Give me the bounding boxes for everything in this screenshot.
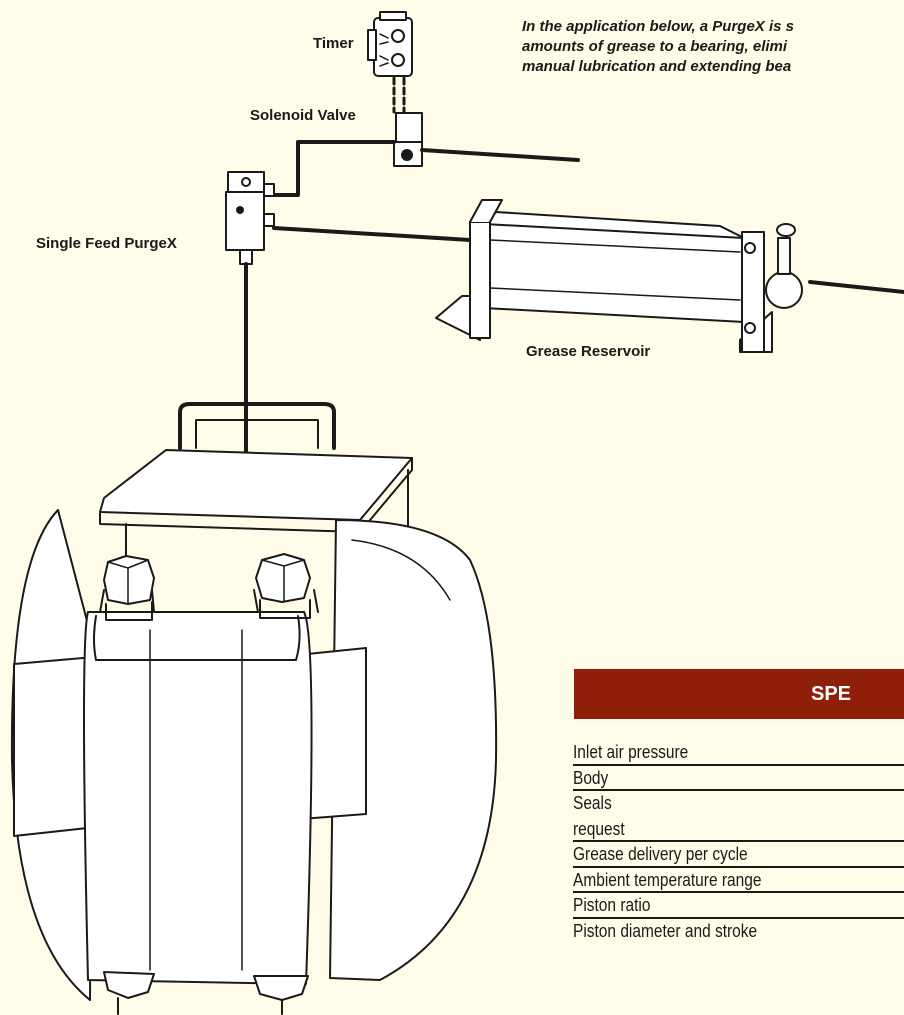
spec-row-label: request [573,818,625,839]
spec-row: Ambient temperature range [573,868,904,893]
spec-row: request [573,817,904,842]
spec-row-label: Piston ratio [573,895,651,915]
intro-text: In the application below, a PurgeX is s … [522,17,904,77]
label-single-feed-purgex: Single Feed PurgeX [36,235,177,252]
spec-table-header: SPE [574,669,904,719]
spec-row: Body [573,766,904,791]
label-solenoid-valve: Solenoid Valve [250,107,356,124]
spec-row: Piston ratio [573,893,904,919]
spec-row-label: Grease delivery per cycle [573,844,748,864]
spec-row: Piston diameter and stroke [573,919,904,945]
air-line-to-solenoid [262,140,396,197]
intro-line: In the application below, a PurgeX is s [522,18,794,35]
bearing-device [10,402,498,1015]
label-grease-reservoir: Grease Reservoir [526,343,651,360]
grease-reservoir-device [435,199,803,353]
spec-row-label: Seals [573,793,612,813]
grease-supply-line [272,226,472,242]
intro-line: manual lubrication and extending bea [522,58,792,75]
spec-row-label: Piston diameter and stroke [573,920,758,941]
solenoid-valve-device [393,112,423,167]
label-timer: Timer [313,35,354,52]
reservoir-air-line [808,280,904,294]
spec-row-label: Ambient temperature range [573,869,762,890]
spec-row: Inlet air pressure [573,740,904,766]
air-line-out [420,148,580,162]
spec-row-label: Inlet air pressure [573,742,689,762]
spec-row: Seals [573,791,904,817]
spec-row-label: Body [573,767,609,788]
single-feed-purgex-device [225,171,275,265]
timer-device [367,11,413,77]
spec-table: Inlet air pressure Body Seals request Gr… [573,740,904,944]
spec-row: Grease delivery per cycle [573,842,904,868]
intro-line: amounts of grease to a bearing, elimi [522,38,788,55]
